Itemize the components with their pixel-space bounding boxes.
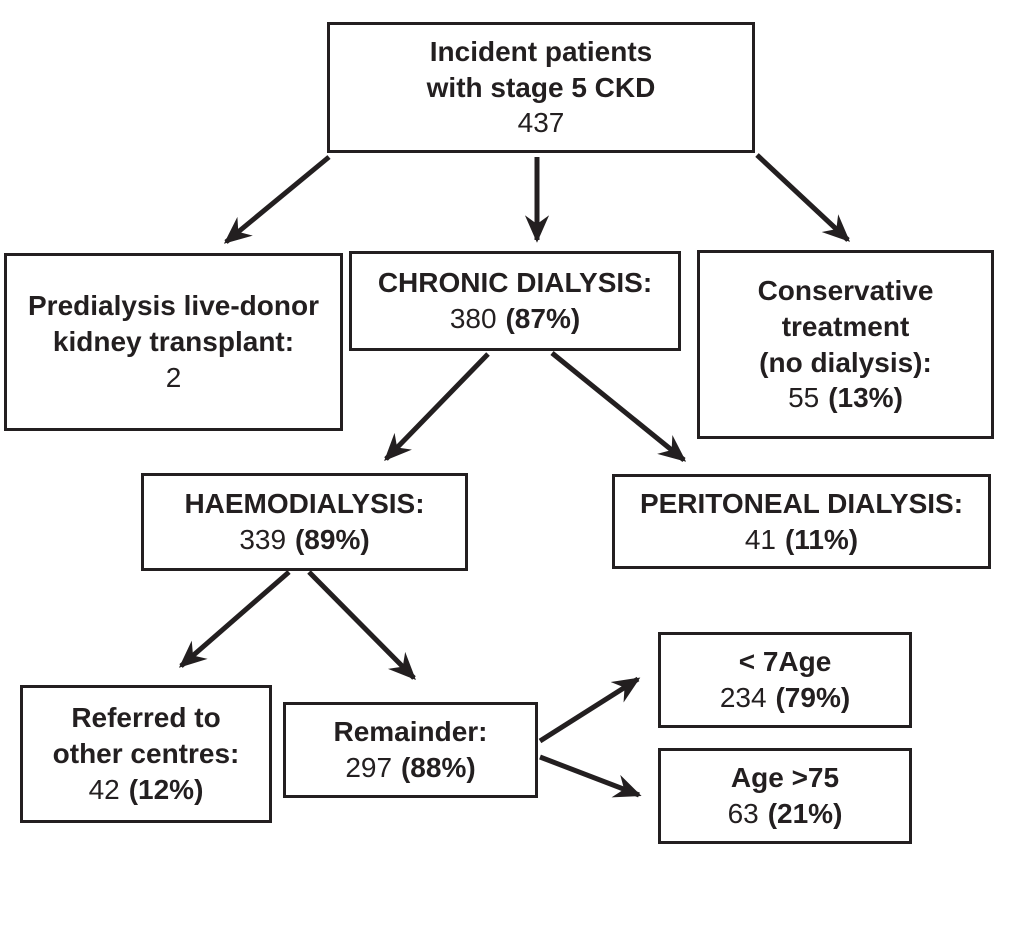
arrow-remainder-to-age-under (538, 676, 641, 744)
node-haemodialysis: HAEMODIALYSIS: 339(89%) (141, 473, 468, 571)
node-count: 63(21%) (727, 798, 843, 829)
node-title-line: PERITONEAL DIALYSIS: (639, 487, 964, 519)
node-title-line: Remainder: (333, 716, 488, 748)
node-count: 41(11%) (744, 523, 859, 555)
node-title-line: Predialysis live-donor (28, 290, 319, 322)
node-title-line: Incident patients (429, 35, 653, 67)
node-title-line: Age >75 (730, 762, 840, 794)
arrow-incident-to-predialysis (223, 155, 331, 244)
node-title-line: Conservative (757, 274, 934, 306)
node-age-under-75: < 7Age 234(79%) (658, 632, 912, 728)
node-count: 380(87%) (449, 303, 581, 334)
node-count: 234(79%) (719, 682, 851, 713)
node-title-line: HAEMODIALYSIS: (184, 488, 425, 520)
node-title-line: < 7Age (738, 646, 832, 678)
node-title-line: (no dialysis): (759, 346, 932, 378)
node-count: 42(12%) (88, 773, 204, 805)
node-remainder: Remainder: 297(88%) (283, 702, 538, 798)
node-title-line: treatment (781, 310, 910, 342)
node-count: 2 (165, 361, 182, 393)
node-title-line: Referred to (71, 702, 221, 734)
node-predialysis-transplant: Predialysis live-donor kidney transplant… (4, 253, 343, 431)
arrow-chronic-to-peritoneal (550, 351, 687, 462)
node-count: 437 (517, 107, 565, 139)
node-conservative-treatment: Conservative treatment (no dialysis): 55… (697, 250, 994, 439)
node-count: 339(89%) (239, 524, 370, 555)
node-title-line: kidney transplant: (52, 326, 295, 358)
node-peritoneal-dialysis: PERITONEAL DIALYSIS: 41(11%) (612, 474, 991, 569)
node-referred-other-centres: Referred to other centres: 42(12%) (20, 685, 272, 823)
arrow-chronic-to-haemo (384, 352, 490, 461)
arrow-remainder-to-age-over (539, 754, 642, 798)
node-count: 297(88%) (345, 752, 476, 783)
arrow-incident-to-conservative (755, 153, 851, 242)
node-title-line: with stage 5 CKD (426, 71, 656, 103)
node-title-line: other centres: (52, 738, 240, 770)
node-title-line: CHRONIC DIALYSIS: (377, 267, 653, 299)
node-count: 55(13%) (788, 382, 903, 414)
node-age-over-75: Age >75 63(21%) (658, 748, 912, 844)
node-chronic-dialysis: CHRONIC DIALYSIS: 380(87%) (349, 251, 681, 351)
arrow-haemo-to-referred (178, 570, 291, 668)
arrow-haemo-to-remainder (307, 570, 416, 680)
node-incident-patients: Incident patients with stage 5 CKD 437 (327, 22, 755, 153)
